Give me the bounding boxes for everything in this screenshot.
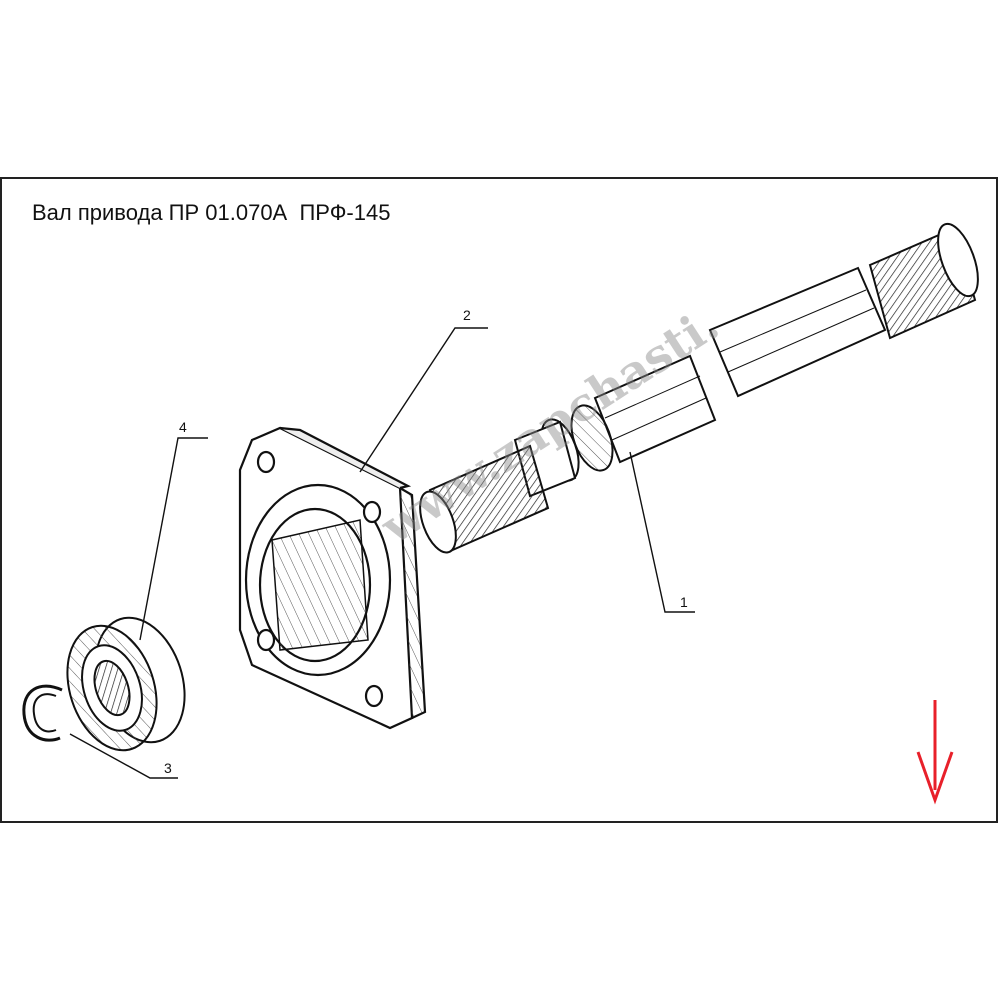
diagram-title: Вал привода ПР 01.070А ПРФ-145 bbox=[32, 200, 391, 225]
bearing bbox=[66, 616, 186, 752]
leader-lines bbox=[69, 327, 695, 779]
arrow-down-icon[interactable] bbox=[916, 700, 954, 805]
callout-2: 2 bbox=[463, 307, 471, 323]
callout-4: 4 bbox=[179, 419, 187, 435]
flange-housing bbox=[238, 426, 427, 730]
callout-1: 1 bbox=[680, 594, 688, 610]
retaining-ring bbox=[22, 684, 63, 742]
drive-shaft bbox=[419, 222, 979, 554]
callout-3: 3 bbox=[164, 760, 172, 776]
